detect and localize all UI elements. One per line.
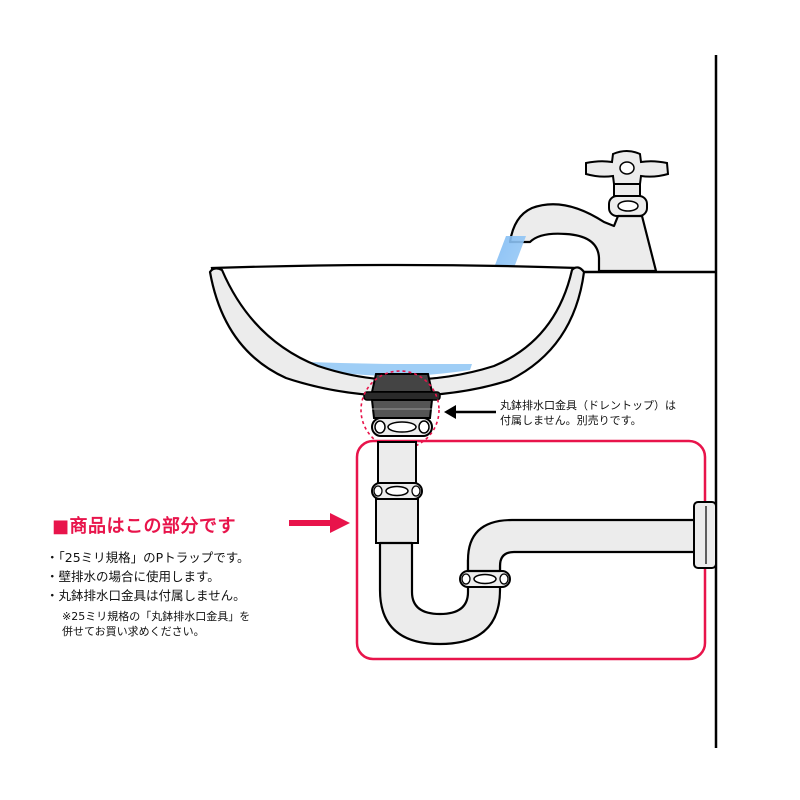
product-headline: ■商品はこの部分です: [52, 516, 237, 537]
product-notes: ・「25ミリ規格」のPトラップです。 ・壁排水の場合に使用します。 ・丸鉢排水口…: [46, 548, 249, 605]
p-trap: [371, 441, 717, 646]
subnote-line-2: 併せてお買い求めください。: [62, 625, 205, 638]
callout-line-2: 付属しません。別売りです。: [500, 414, 642, 427]
note-item: ・丸鉢排水口金具は付属しません。: [46, 588, 246, 603]
purchase-subnote: ※25ミリ規格の「丸鉢排水口金具」を 併せてお買い求めください。: [62, 609, 250, 639]
note-item: ・壁排水の場合に使用します。: [46, 569, 220, 584]
drain-fitting-callout: 丸鉢排水口金具（ドレントップ）は 付属しません。別売りです。: [500, 398, 676, 428]
note-item: ・「25ミリ規格」のPトラップです。: [46, 550, 250, 565]
faucet: [508, 150, 670, 273]
basin: [208, 263, 586, 398]
drain-top-fitting: [363, 373, 441, 437]
callout-line-1: 丸鉢排水口金具（ドレントップ）は: [500, 399, 676, 412]
subnote-line-1: ※25ミリ規格の「丸鉢排水口金具」を: [62, 610, 251, 623]
arrow-left-icon: [444, 405, 496, 419]
arrow-right-icon: [289, 513, 350, 533]
